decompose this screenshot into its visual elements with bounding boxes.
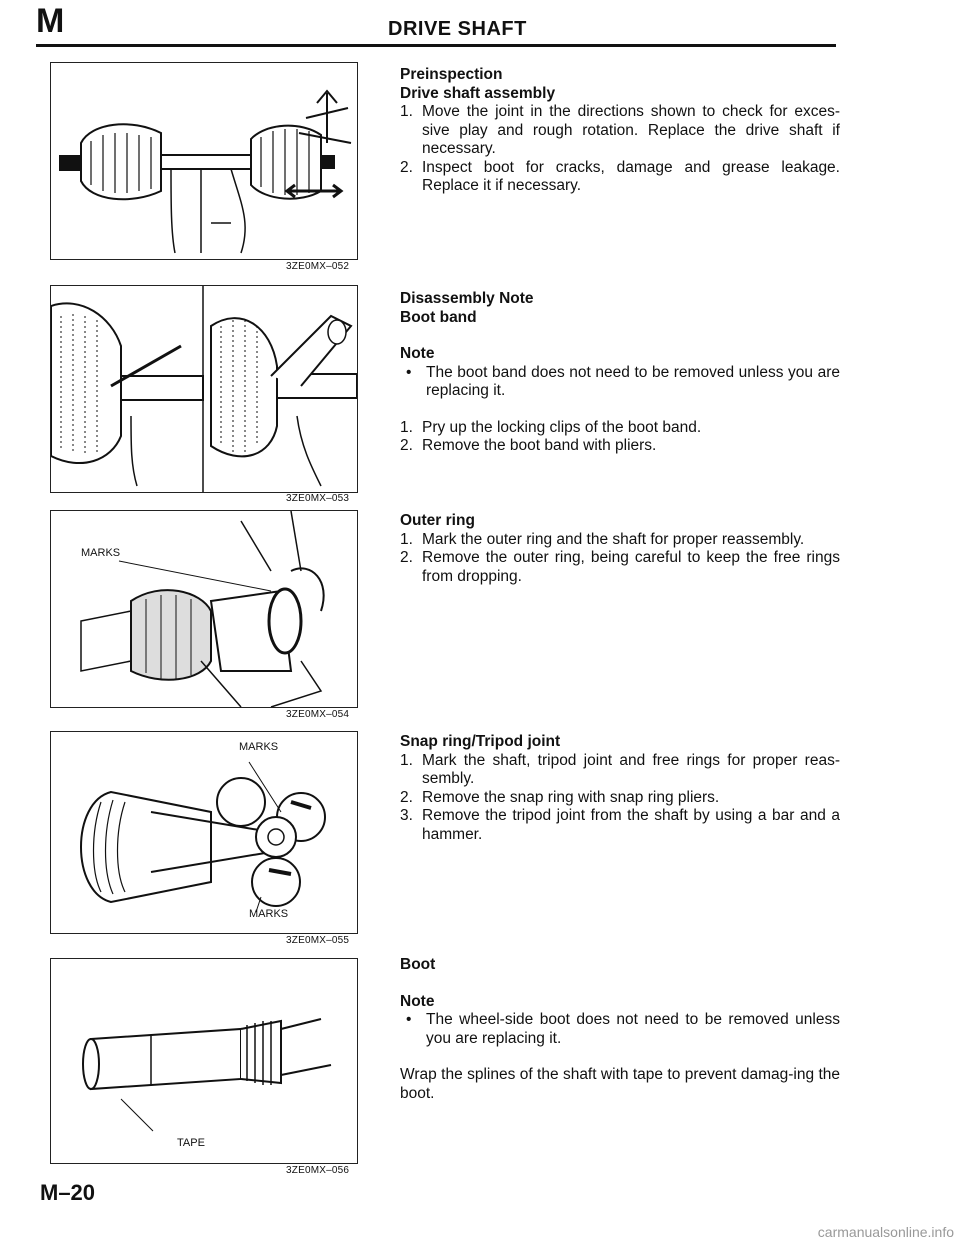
list-item: 2. Inspect boot for cracks, damage and g… xyxy=(400,159,840,196)
note-text: The boot band does not need to be remove… xyxy=(426,363,840,400)
section-heading: Outer ring xyxy=(400,512,475,529)
item-number: 1. xyxy=(400,751,413,769)
section-heading: Boot xyxy=(400,956,436,973)
figure-code: 3ZE0MX–053 xyxy=(286,493,350,504)
item-number: 2. xyxy=(400,158,413,176)
figure-boot-band-removal xyxy=(50,285,358,493)
page-title: DRIVE SHAFT xyxy=(388,18,527,40)
item-text: Move the joint in the directions shown t… xyxy=(422,103,840,157)
figure-code: 3ZE0MX–052 xyxy=(286,261,350,272)
section-boot: Boot Note • The wheel-side boot does not… xyxy=(400,956,840,1103)
list-item: 1. Mark the shaft, tripod joint and free… xyxy=(400,752,840,789)
tape-label: TAPE xyxy=(177,1137,205,1149)
item-number: 2. xyxy=(400,788,413,806)
section-heading: Disassembly Note xyxy=(400,290,534,307)
section-heading: Preinspection xyxy=(400,66,503,83)
section-outer-ring: Outer ring 1. Mark the outer ring and th… xyxy=(400,512,840,586)
note-heading: Note xyxy=(400,992,435,1010)
figure-code: 3ZE0MX–054 xyxy=(286,709,350,720)
tripod-joint-illustration xyxy=(80,761,326,913)
item-text: Mark the shaft, tripod joint and free ri… xyxy=(422,751,840,788)
list-item: 2. Remove the boot band with pliers. xyxy=(400,437,840,456)
figure-code: 3ZE0MX–056 xyxy=(286,1165,350,1176)
body-text: Wrap the splines of the shaft with tape … xyxy=(400,1066,840,1102)
figure-code: 3ZE0MX–055 xyxy=(286,935,350,946)
item-text: Remove the outer ring, being careful to … xyxy=(422,549,840,585)
item-text: Remove the snap ring with snap ring plie… xyxy=(422,788,720,806)
section-disassembly: Disassembly Note Boot band Note • The bo… xyxy=(400,290,840,456)
list-item: 1. Mark the outer ring and the shaft for… xyxy=(400,531,840,550)
item-text: Mark the outer ring and the shaft for pr… xyxy=(422,530,805,548)
bullet-glyph: • xyxy=(406,1011,412,1028)
item-text: Remove the tripod joint from the shaft b… xyxy=(422,807,840,843)
item-number: 1. xyxy=(400,418,413,436)
figure-shaft-play-check xyxy=(50,62,358,260)
item-number: 2. xyxy=(400,437,413,454)
marks-label: MARKS xyxy=(81,547,121,559)
item-number: 3. xyxy=(400,807,413,824)
section-subheading: Drive shaft assembly xyxy=(400,84,556,102)
shaft-tape-illustration xyxy=(82,1018,332,1132)
section-snap-ring: Snap ring/Tripod joint 1. Mark the shaft… xyxy=(400,733,840,844)
note-heading: Note xyxy=(400,345,435,362)
item-number: 1. xyxy=(400,530,413,548)
item-number: 1. xyxy=(400,103,413,120)
item-number: 2. xyxy=(400,549,413,566)
shaft-assembly-illustration xyxy=(59,89,352,254)
item-text: Inspect boot for cracks, damage and grea… xyxy=(422,158,840,195)
list-item: 1. Move the joint in the directions show… xyxy=(400,103,840,159)
item-text: Remove the boot band with pliers. xyxy=(422,437,657,454)
section-preinspection: Preinspection Drive shaft assembly 1. Mo… xyxy=(400,66,840,196)
figure-tripod-joint-marks: MARKS MARKS xyxy=(50,731,358,934)
note-bullet-item: • The boot band does not need to be remo… xyxy=(400,364,840,401)
note-text: The wheel-side boot does not need to be … xyxy=(426,1011,840,1047)
boot-band-illustration xyxy=(51,286,357,492)
watermark: carmanualsonline.info xyxy=(817,1224,954,1240)
list-item: 1. Pry up the locking clips of the boot … xyxy=(400,419,840,438)
list-item: 2. Remove the snap ring with snap ring p… xyxy=(400,789,840,808)
section-heading: Snap ring/Tripod joint xyxy=(400,733,561,750)
marks-label-bottom: MARKS xyxy=(249,908,289,920)
section-letter: M xyxy=(36,2,65,40)
note-bullet-item: • The wheel-side boot does not need to b… xyxy=(400,1011,840,1048)
figure-tape-splines: TAPE xyxy=(50,958,358,1164)
item-text: Pry up the locking clips of the boot ban… xyxy=(422,418,702,436)
bullet-glyph: • xyxy=(406,363,412,381)
section-subheading: Boot band xyxy=(400,308,477,326)
marks-label-top: MARKS xyxy=(239,741,279,753)
page-number: M–20 xyxy=(40,1180,96,1205)
figure-outer-ring-marks: MARKS xyxy=(50,510,358,708)
header-rule xyxy=(36,44,836,47)
list-item: 3. Remove the tripod joint from the shaf… xyxy=(400,807,840,844)
list-item: 2. Remove the outer ring, being careful … xyxy=(400,549,840,586)
outer-ring-illustration xyxy=(80,511,325,707)
